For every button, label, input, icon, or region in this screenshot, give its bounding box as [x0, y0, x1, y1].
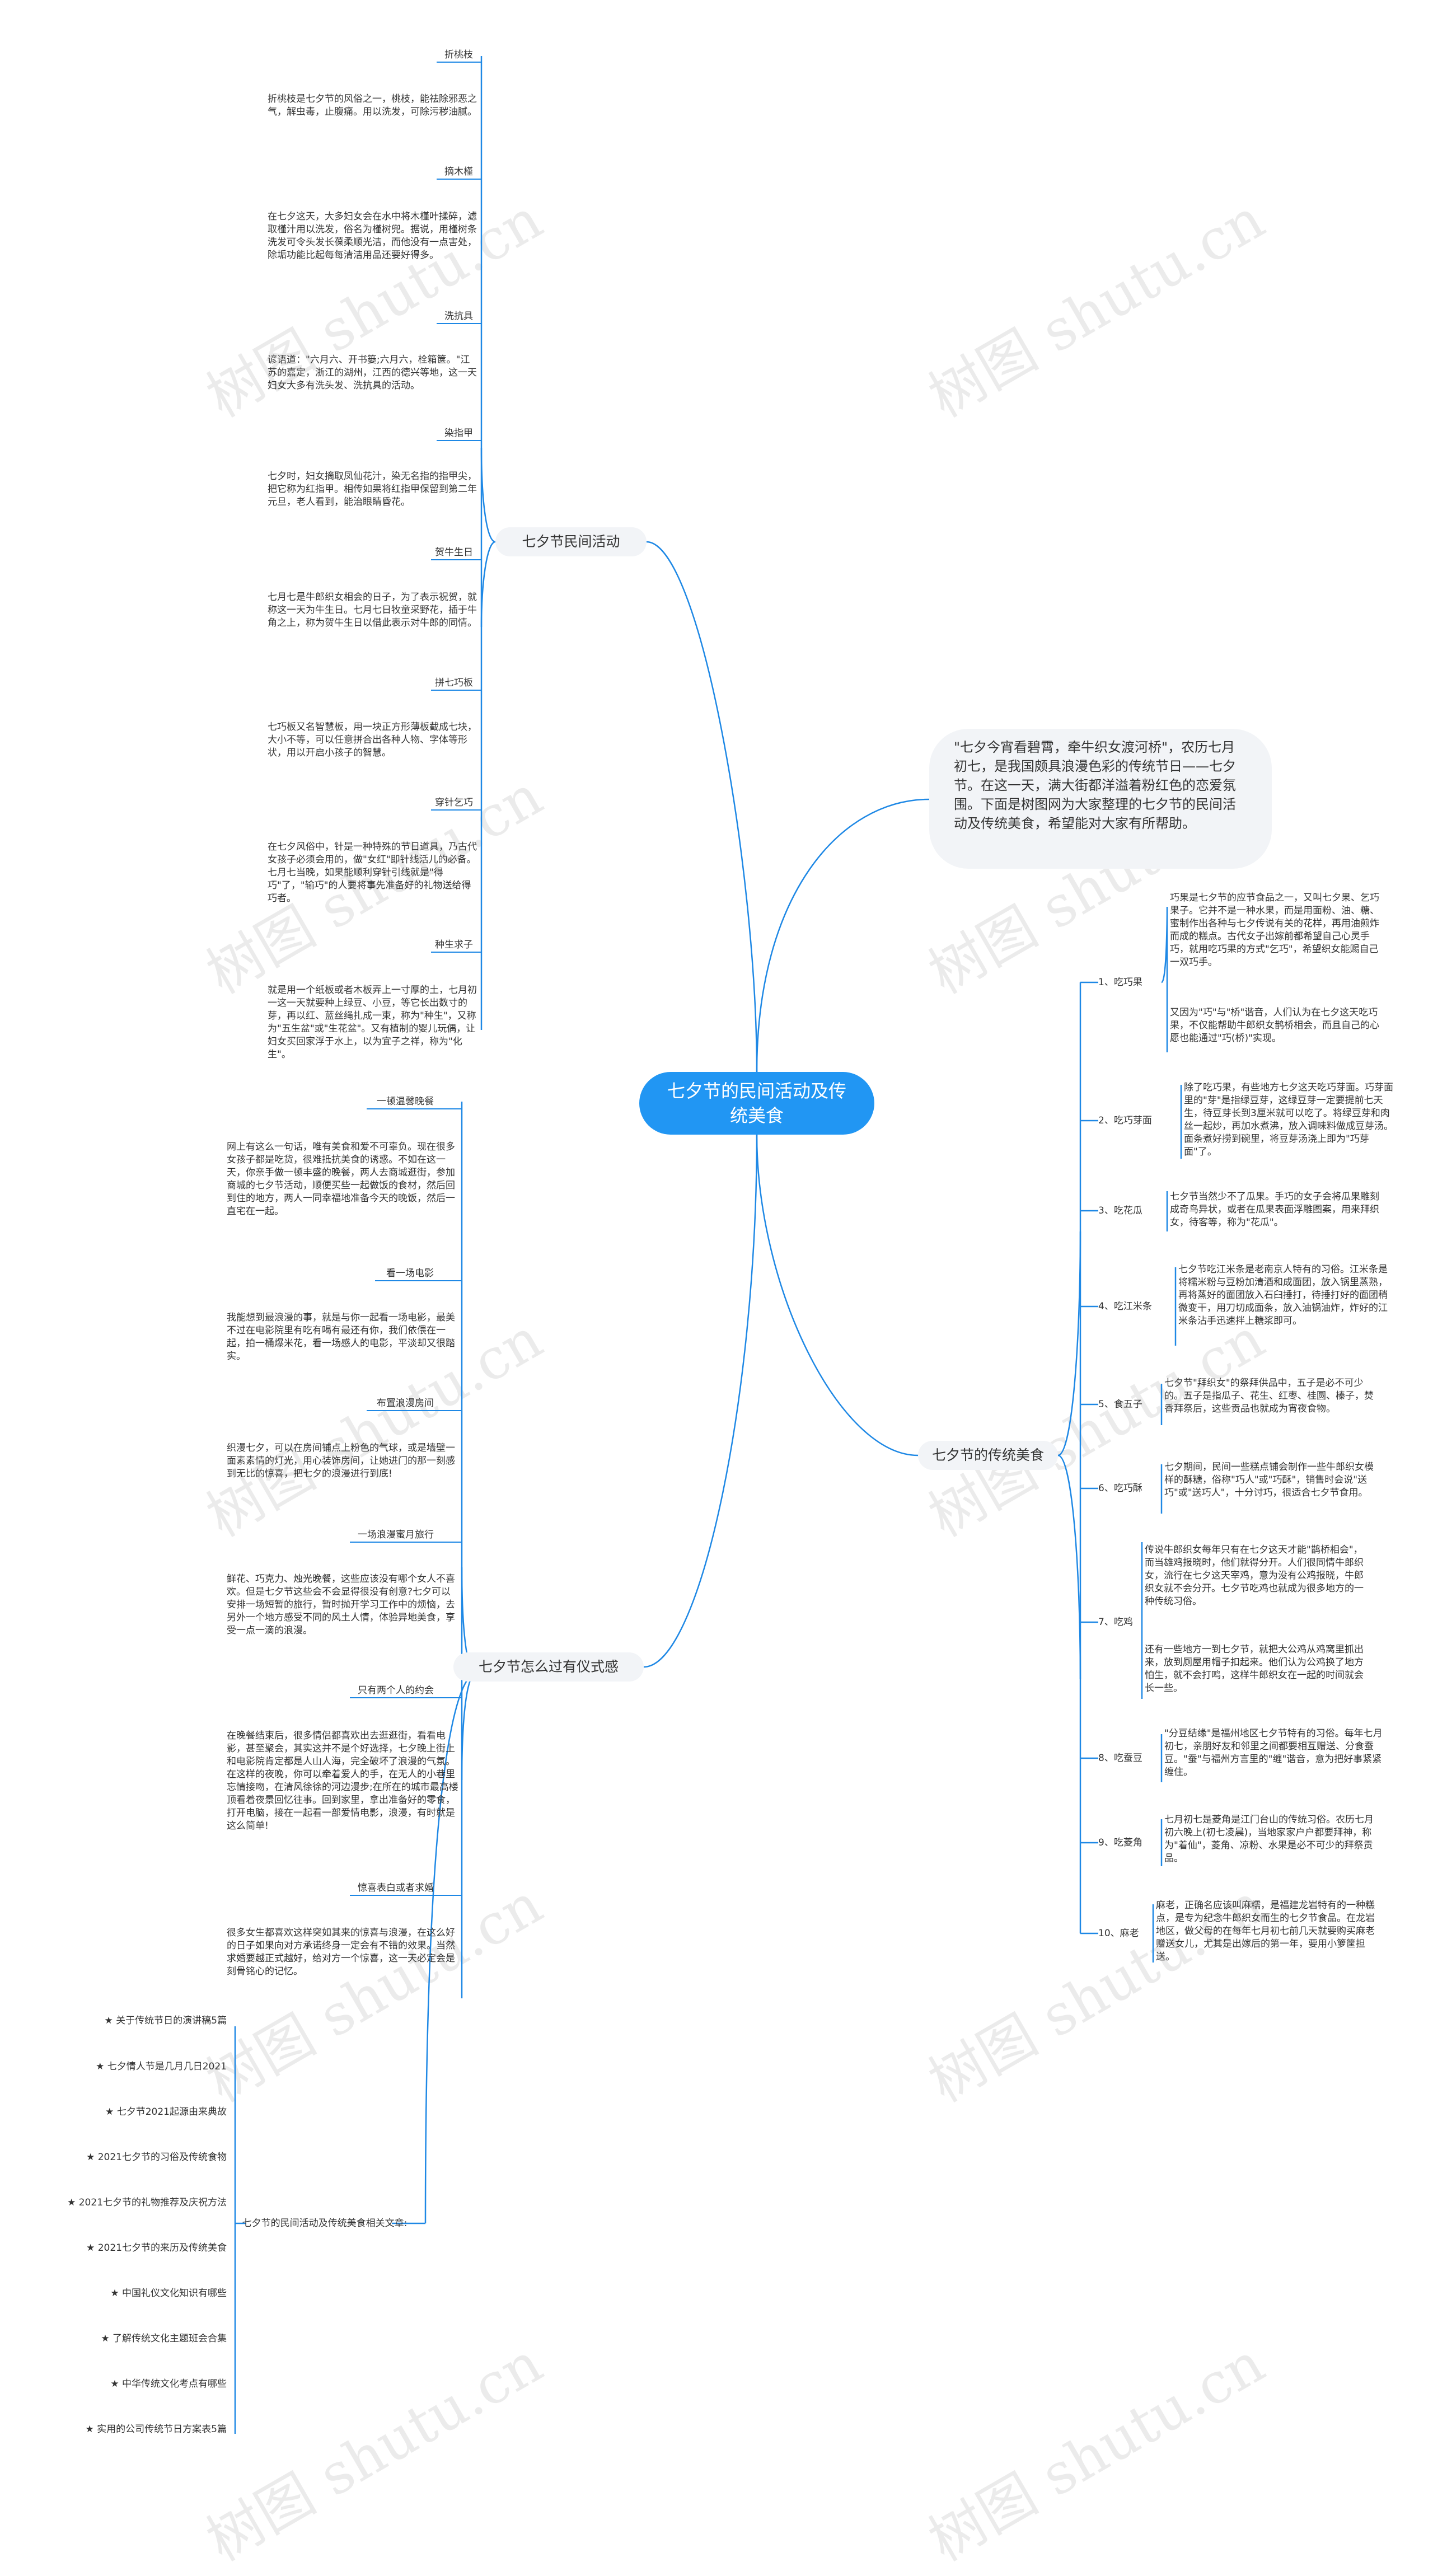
article-link[interactable]: ★ 实用的公司传统节日方案表5篇 [85, 2424, 227, 2435]
food-text: 又因为"巧"与"桥"谐音，人们认为在七夕这天吃巧果，不仅能帮助牛郎织女鹊桥相会，… [1170, 1007, 1379, 1044]
intro-node[interactable]: "七夕今宵看碧霄，牵牛织女渡河桥"，农历七月初七，是我国颇具浪漫色彩的传统节日—… [929, 729, 1272, 869]
activity-title[interactable]: 种生求子 [435, 939, 473, 950]
food-text: 除了吃巧果，有些地方七夕这天吃巧芽面。巧芽面里的"芽"是指绿豆芽，这绿豆芽一定要… [1184, 1082, 1393, 1158]
activity-text: 就是用一个纸板或者木板弄上一寸厚的土，七月初一这一天就要种上绿豆、小豆，等它长出… [268, 985, 477, 1060]
ritual-title[interactable]: 只有两个人的约会 [358, 1685, 434, 1696]
root-node[interactable]: 七夕节的民间活动及传统美食 [639, 1072, 874, 1135]
food-text: 七夕节"拜织女"的祭拜供品中，五子是必不可少的。五子是指瓜子、花生、红枣、桂圆、… [1164, 1378, 1374, 1415]
food-title[interactable]: 5、食五子 [1098, 1399, 1142, 1410]
article-link[interactable]: ★ 2021七夕节的来历及传统美食 [86, 2242, 227, 2254]
branch-rituals[interactable]: 七夕节怎么过有仪式感 [453, 1652, 644, 1682]
connector-lines [234, 56, 1182, 2434]
food-text: "分豆结缘"是福州地区七夕节特有的习俗。每年七月初七，亲朋好友和邻里之间都要相互… [1164, 1728, 1383, 1778]
food-text: 七夕节吃江米条是老南京人特有的习俗。江米条是将糯米粉与豆粉加清酒和成面团，放入锅… [1178, 1264, 1388, 1327]
ritual-text: 在晚餐结束后，很多情侣都喜欢出去逛逛街，看看电影，甚至聚会，其实这并不是个好选择… [227, 1730, 458, 1832]
article-link[interactable]: ★ 了解传统文化主题班会合集 [101, 2333, 227, 2344]
food-text: 还有一些地方一到七夕节，就把大公鸡从鸡窝里抓出来，放到厕屋用帽子扣起来。他们认为… [1145, 1644, 1364, 1694]
article-link[interactable]: ★ 2021七夕节的礼物推荐及庆祝方法 [67, 2197, 227, 2208]
article-link[interactable]: ★ 七夕节2021起源由来典故 [105, 2106, 227, 2118]
food-text: 巧果是七夕节的应节食品之一，又叫七夕果、乞巧果子。它并不是一种水果，而是用面粉、… [1170, 892, 1379, 968]
food-title[interactable]: 7、吃鸡 [1098, 1617, 1133, 1628]
food-title[interactable]: 3、吃花瓜 [1098, 1205, 1142, 1216]
food-title[interactable]: 9、吃菱角 [1098, 1837, 1142, 1848]
ritual-title[interactable]: 惊喜表白或者求婚 [358, 1882, 434, 1894]
activity-text: 七夕时，妇女摘取凤仙花汁，染无名指的指甲尖，把它称为红指甲。相传如果将红指甲保留… [268, 471, 477, 508]
ritual-title[interactable]: 一顿温馨晚餐 [377, 1096, 434, 1107]
food-text: 传说牛郎织女每年只有在七夕这天才能"鹊桥相会"，而当雄鸡报晓时，他们就得分开。人… [1145, 1544, 1364, 1607]
branch-activities[interactable]: 七夕节民间活动 [495, 527, 647, 556]
article-link[interactable]: ★ 2021七夕节的习俗及传统食物 [86, 2152, 227, 2163]
food-title[interactable]: 2、吃巧芽面 [1098, 1115, 1152, 1126]
food-title[interactable]: 8、吃蚕豆 [1098, 1753, 1142, 1764]
activity-text: 七巧板又名智慧板，用一块正方形薄板截成七块，大小不等，可以任意拼合出各种人物、字… [268, 722, 477, 758]
activity-title[interactable]: 拼七巧板 [435, 677, 473, 689]
food-title[interactable]: 4、吃江米条 [1098, 1301, 1152, 1312]
activity-text: 谚语道："六月六、开书篓;六月六，栓箱箧。"江苏的嘉定，浙江的湖州，江西的德兴等… [268, 354, 477, 391]
food-title[interactable]: 10、麻老 [1098, 1928, 1139, 1939]
activity-title[interactable]: 穿针乞巧 [435, 797, 473, 808]
activity-title[interactable]: 贺牛生日 [435, 547, 473, 558]
activity-title[interactable]: 染指甲 [444, 428, 473, 439]
ritual-text: 我能想到最浪漫的事，就是与你一起看一场电影，最美不过在电影院里有吃有喝有最还有你… [227, 1312, 455, 1362]
ritual-title[interactable]: 布置浪漫房间 [377, 1398, 434, 1409]
food-text: 七月初七是菱角是江门台山的传统习俗。农历七月初六晚上(初七凌晨)，当地家家户户都… [1164, 1814, 1374, 1864]
article-link[interactable]: ★ 中华传统文化考点有哪些 [110, 2378, 227, 2390]
activity-text: 在七夕这天，大多妇女会在水中将木槿叶揉碎，滤取槿汁用以洗发，俗名为槿树兜。据说，… [268, 211, 477, 261]
food-title[interactable]: 6、吃巧酥 [1098, 1483, 1142, 1494]
activity-text: 在七夕风俗中，针是一种特殊的节日道具，乃古代女孩子必须会用的，做"女红"即针线活… [268, 841, 477, 904]
ritual-text: 织漫七夕，可以在房间铺点上粉色的气球，或是墙壁一面素素情的灯光，用心装饰房间，让… [227, 1442, 455, 1479]
activity-text: 折桃枝是七夕节的风俗之一，桃枝，能祛除邪恶之气，解虫毒，止腹痛。用以洗发，可除污… [268, 93, 477, 118]
ritual-text: 网上有这么一句话，唯有美食和爱不可辜负。现在很多女孩子都是吃货，很难抵抗美食的诱… [227, 1141, 455, 1217]
ritual-text: 很多女生都喜欢这样突如其来的惊喜与浪漫，在这么好的日子如果向对方承诺终身一定会有… [227, 1927, 455, 1977]
branch-articles[interactable]: 七夕节的民间活动及传统美食相关文章: [242, 2218, 408, 2229]
branch-foods[interactable]: 七夕节的传统美食 [918, 1441, 1058, 1470]
activity-title[interactable]: 洗抗具 [444, 311, 473, 322]
activity-title[interactable]: 摘木槿 [444, 166, 473, 177]
article-link[interactable]: ★ 关于传统节日的演讲稿5篇 [104, 2015, 227, 2026]
food-title[interactable]: 1、吃巧果 [1098, 977, 1142, 988]
activity-title[interactable]: 折桃枝 [444, 49, 473, 60]
article-link[interactable]: ★ 七夕情人节是几月几日2021 [96, 2061, 227, 2072]
food-text: 七夕节当然少不了瓜果。手巧的女子会将瓜果雕刻成奇鸟异状，或者在瓜果表面浮雕图案，… [1170, 1191, 1379, 1228]
article-link[interactable]: ★ 中国礼仪文化知识有哪些 [110, 2288, 227, 2299]
ritual-title[interactable]: 一场浪漫蜜月旅行 [358, 1529, 434, 1540]
food-text: 麻老，正确名应该叫麻糯，是福建龙岩特有的一种糕点，是专为纪念牛郎织女而生的七夕节… [1156, 1900, 1375, 1963]
food-text: 七夕期间，民间一些糕点铺会制作一些牛郎织女模样的酥糖，俗称"巧人"或"巧酥"，销… [1164, 1462, 1374, 1498]
ritual-title[interactable]: 看一场电影 [386, 1268, 434, 1279]
ritual-text: 鲜花、巧克力、烛光晚餐，这些应该没有哪个女人不喜欢。但是七夕节这些会不会显得很没… [227, 1573, 455, 1636]
activity-text: 七月七是牛郎织女相会的日子，为了表示祝贺，就称这一天为牛生日。七月七日牧童采野花… [268, 592, 477, 629]
